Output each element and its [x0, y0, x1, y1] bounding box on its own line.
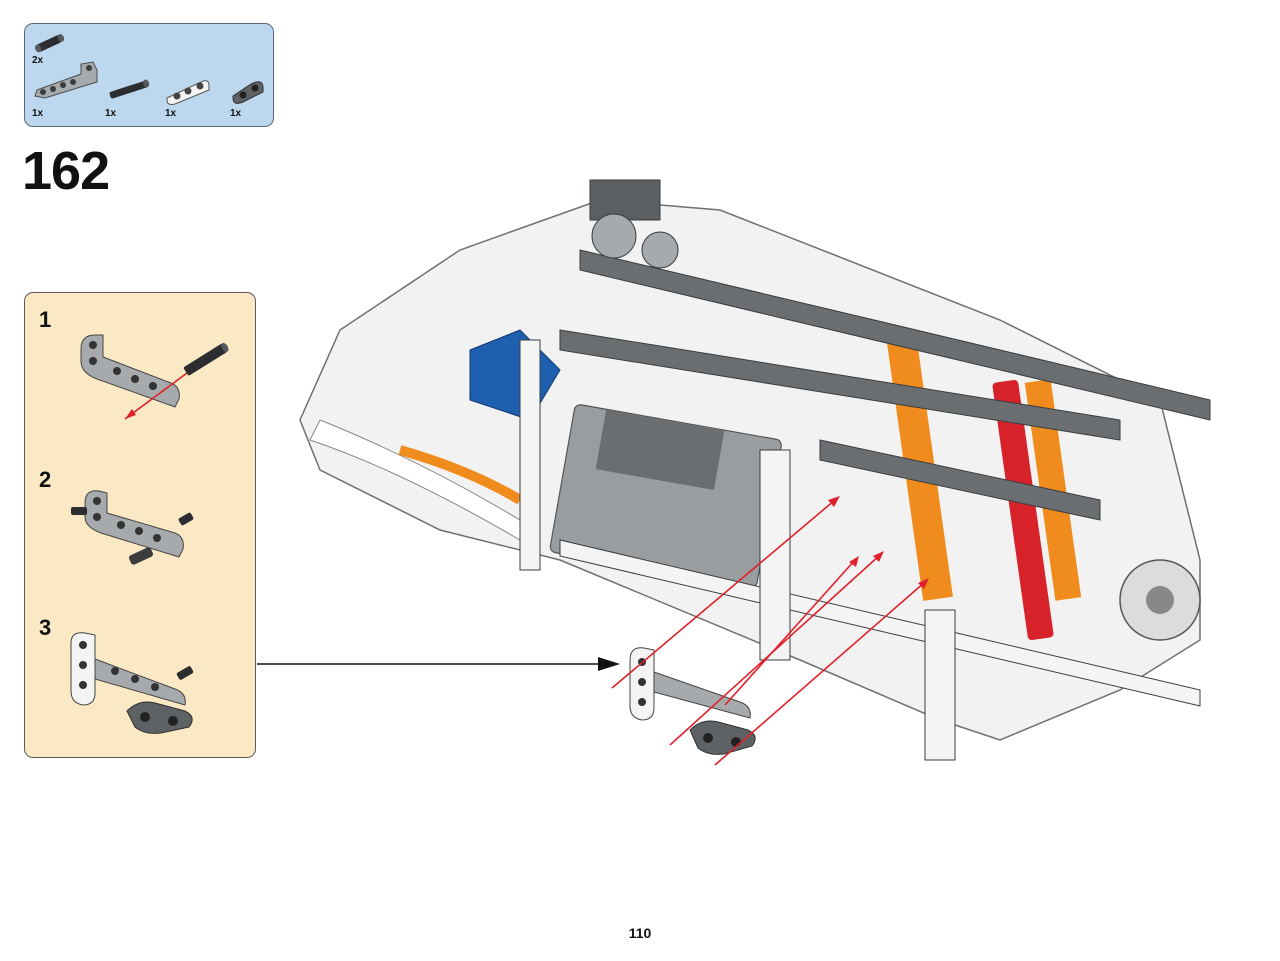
part-qty: 1x: [32, 108, 44, 119]
insertion-arrows: [611, 499, 926, 766]
beam-white-icon: [166, 80, 210, 105]
part-qty: 1x: [165, 108, 177, 119]
new-subassembly-part: [629, 647, 756, 755]
l-beam-gray-icon: [34, 61, 98, 99]
substep-number: 3: [39, 615, 52, 640]
axle-pin-icon: [35, 34, 65, 53]
substep-2-illustration: [71, 490, 194, 565]
pointer-arrow-head: [598, 657, 620, 671]
part-qty: 1x: [105, 108, 117, 119]
part-qty: 1x: [230, 108, 242, 119]
page-number: 110: [628, 925, 652, 941]
axle-black-icon: [109, 79, 150, 99]
substep-number: 1: [39, 307, 52, 332]
substep-1-illustration: [80, 334, 229, 420]
parts-callout: 2x 1x 1x 1x 1x: [24, 23, 274, 127]
step-number: 162: [22, 141, 110, 201]
substep-number: 2: [39, 467, 52, 492]
substep-3-illustration: [70, 632, 194, 734]
subassembly-callout: 1 2 3: [24, 292, 256, 758]
beam-dark-gray-icon: [232, 81, 264, 104]
frame-beams: [519, 179, 1211, 761]
part-qty: 2x: [32, 55, 44, 66]
